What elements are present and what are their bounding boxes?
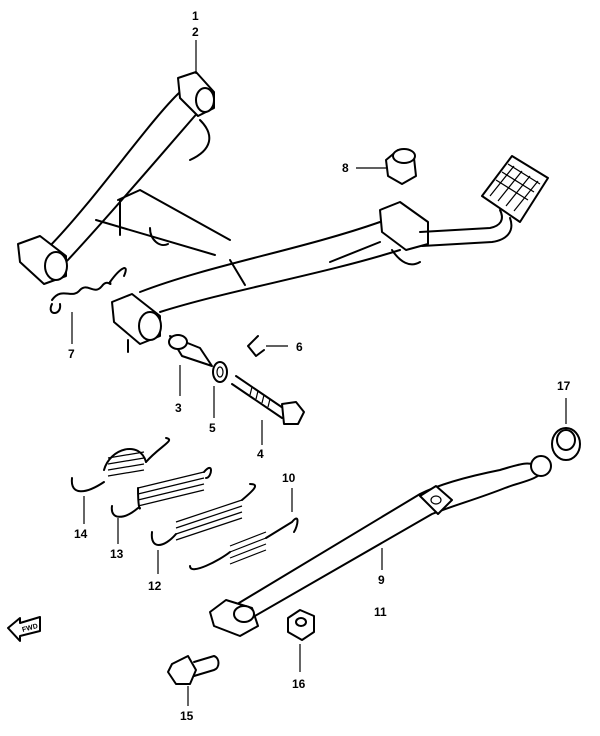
part-14-spring <box>70 437 171 524</box>
label-6: 6 <box>296 340 303 354</box>
center-stand <box>17 71 549 353</box>
part-17-rubber <box>551 398 581 461</box>
label-5: 5 <box>209 421 216 435</box>
part-10-spring <box>189 488 299 571</box>
side-stand <box>209 455 552 637</box>
part-6-clip <box>247 335 288 357</box>
label-14: 14 <box>74 527 88 541</box>
part-12-spring <box>150 483 257 574</box>
label-2: 2 <box>192 25 199 39</box>
label-1: 1 <box>192 9 199 23</box>
part-3-bush <box>168 334 213 396</box>
label-9: 9 <box>378 573 385 587</box>
label-17: 17 <box>557 379 571 393</box>
part-15-bolt <box>167 655 220 706</box>
part-8-stopper <box>356 148 417 185</box>
part-13-spring <box>110 466 212 544</box>
pedal-pad <box>481 155 549 223</box>
part-16-nut <box>287 609 315 672</box>
label-8: 8 <box>342 161 349 175</box>
part-5-washer <box>212 361 228 418</box>
label-12: 12 <box>148 579 162 593</box>
label-11: 11 <box>374 605 387 619</box>
label-7: 7 <box>68 347 75 361</box>
fwd-label: FWD <box>22 623 39 634</box>
label-13: 13 <box>110 547 124 561</box>
part-7-spring <box>49 267 127 344</box>
label-4: 4 <box>257 447 264 461</box>
label-10: 10 <box>282 471 296 485</box>
label-15: 15 <box>180 709 194 723</box>
label-16: 16 <box>292 677 306 691</box>
reference-labels: 1 2 3 4 5 6 7 8 9 10 11 12 13 14 15 16 1… <box>68 9 571 723</box>
part-4-bolt <box>231 375 305 445</box>
label-3: 3 <box>175 401 182 415</box>
fwd-arrow-icon: FWD <box>7 616 41 642</box>
